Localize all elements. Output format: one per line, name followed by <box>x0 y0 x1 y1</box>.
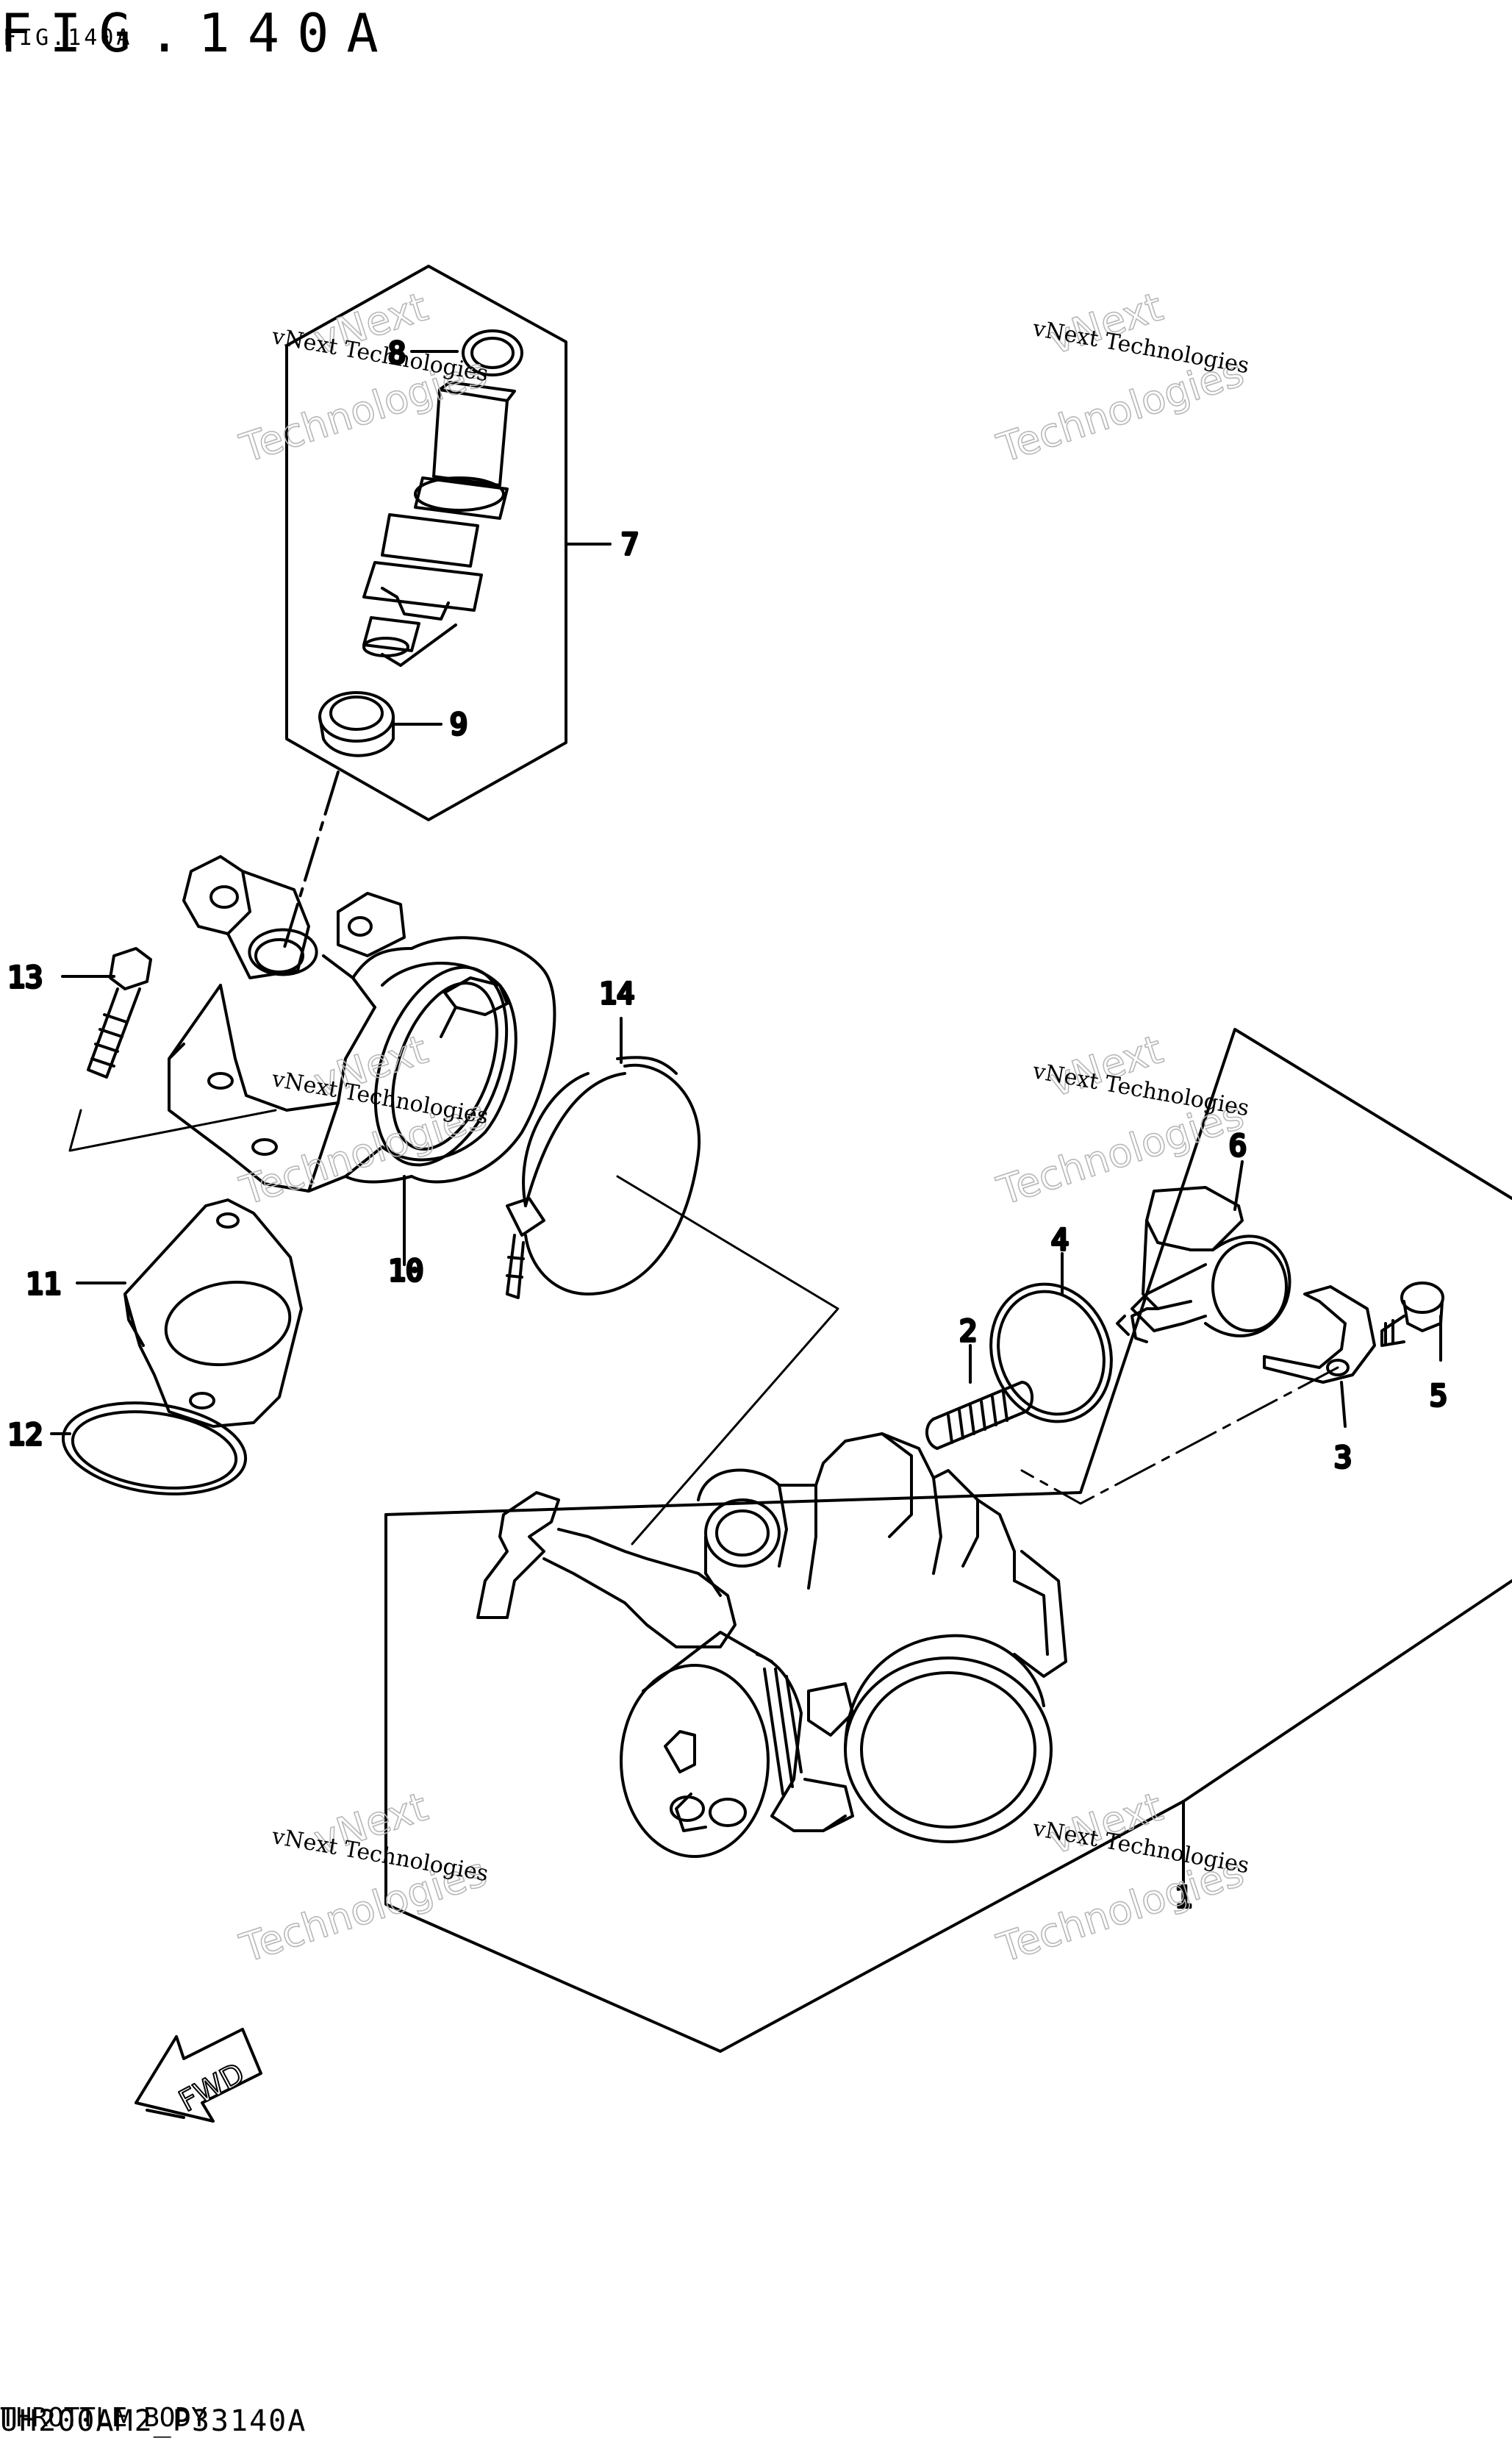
part-14-clamp <box>506 1017 701 1299</box>
callout-9: 9 <box>450 708 467 742</box>
leader-13-bracket <box>68 1109 277 1152</box>
part-2-spring <box>925 1344 1033 1450</box>
part-injector <box>362 381 516 667</box>
centerline-sensor <box>1020 1366 1339 1505</box>
watermark-mid-left: vNext Technologies vNext Technologies <box>234 1026 492 1215</box>
figure-title: FIG.140A <box>0 2 396 64</box>
callout-13: 13 <box>7 961 43 995</box>
callout-3: 3 <box>1334 1441 1352 1475</box>
callout-1: 1 <box>1175 1881 1192 1915</box>
callout-7: 7 <box>621 528 639 562</box>
assembly-line-14 <box>616 1175 839 1545</box>
part-5-screw <box>1380 1282 1444 1362</box>
callout-6: 6 <box>1229 1129 1247 1163</box>
watermark-bottom-right: vNext Technologies vNext Technologies <box>991 1783 1251 1973</box>
callout-10: 10 <box>388 1254 423 1288</box>
callout-14: 14 <box>599 977 634 1011</box>
callout-11: 11 <box>26 1268 61 1301</box>
part-10-intake-pipe <box>168 855 556 1266</box>
part-13-bolt <box>61 947 152 1079</box>
throttle-group-outline <box>384 1028 1512 1516</box>
figure-subtitle: FIG.140A <box>3 25 133 51</box>
fwd-arrow: FWD <box>135 2028 262 2123</box>
part-1-throttle-body <box>476 1432 1185 1884</box>
watermark-bottom-left: vNext Technologies vNext Technologies <box>234 1783 492 1973</box>
injector-group-outline <box>285 265 567 821</box>
part-9-seal <box>318 691 443 757</box>
part-11-gasket <box>76 1198 303 1428</box>
callout-5: 5 <box>1430 1379 1447 1413</box>
part-12-oring <box>50 1401 248 1495</box>
part-6-sensor <box>1116 1160 1291 1343</box>
throttle-group-outline-lower <box>384 1513 1512 2053</box>
part-8-oring <box>410 329 523 376</box>
callout-12: 12 <box>7 1418 43 1452</box>
diagram-code: UH200AM2_P33140A <box>0 2404 307 2438</box>
watermark-top-left: vNext Technologies vNext Technologies <box>234 283 492 473</box>
callout-8: 8 <box>388 337 406 371</box>
part-3-bracket <box>1263 1285 1376 1428</box>
part-4-oring <box>989 1252 1113 1423</box>
diagram-caption: THROTTLE BODY <box>0 2403 207 2433</box>
watermark-top-right: vNext Technologies vNext Technologies <box>991 283 1251 473</box>
callout-4: 4 <box>1051 1223 1069 1257</box>
callout-2: 2 <box>959 1315 977 1348</box>
watermark-mid-right: vNext Technologies vNext Technologies <box>991 1026 1251 1215</box>
centerline-injector <box>282 771 340 954</box>
